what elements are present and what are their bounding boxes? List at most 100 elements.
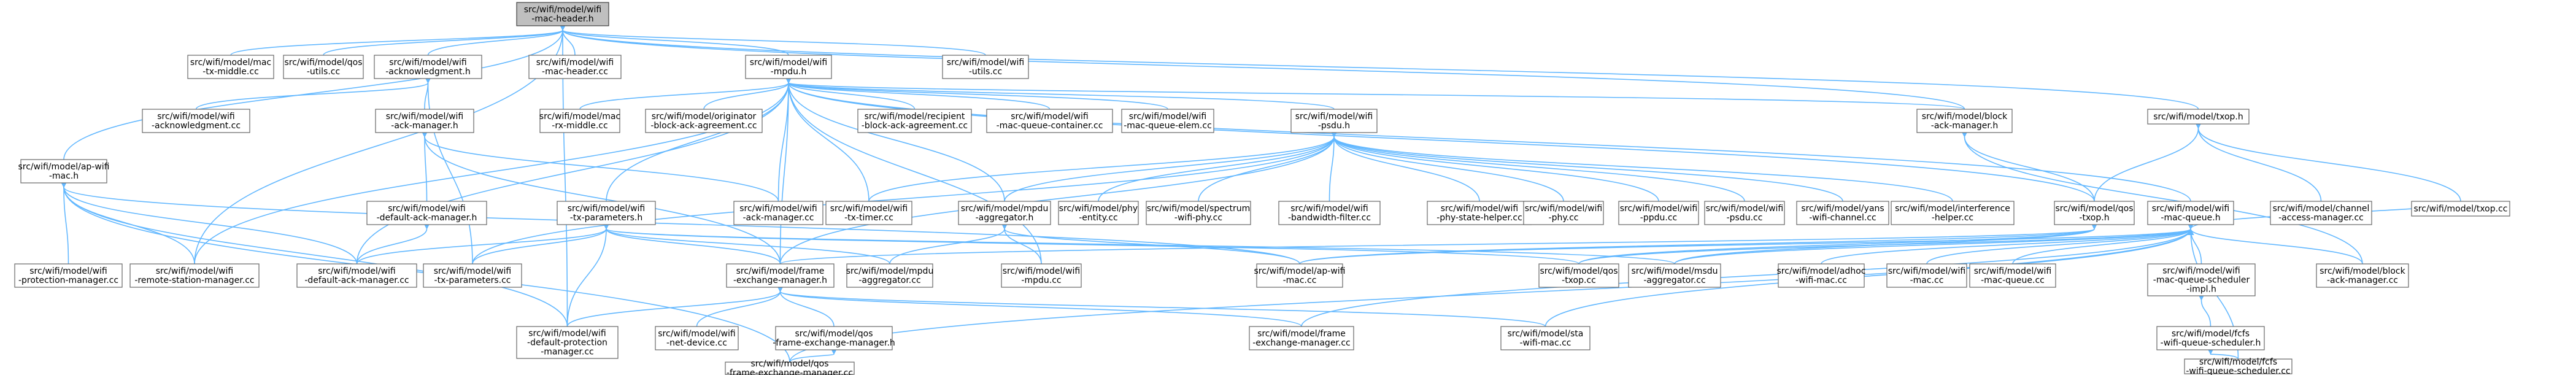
edge-mac-queue-h-to-qos-txop-cc xyxy=(1578,222,2194,265)
node-spectrum-phy-cc[interactable]: src/wifi/model/spectrum-wifi-phy.cc xyxy=(1146,201,1251,225)
node-tx-parameters-h[interactable]: src/wifi/model/wifi-tx-parameters.h xyxy=(557,201,656,225)
node-label: src/wifi/model/interference xyxy=(1895,204,2010,214)
node-mac-header-h[interactable]: src/wifi/model/wifi-mac-header.h xyxy=(516,2,609,26)
node-label: -wifi-queue-scheduler.h xyxy=(2161,338,2261,348)
node-label: -utils.cc xyxy=(969,67,1002,77)
node-label: -phy.cc xyxy=(1549,213,1579,223)
node-ack-manager-h[interactable]: src/wifi/model/wifi-ack-manager.h xyxy=(375,109,474,133)
node-phy-state-helper-cc[interactable]: src/wifi/model/wifi-phy-state-helper.cc xyxy=(1427,201,1532,225)
edge-ack-manager-h-to-frame-exchange-manager-h xyxy=(421,130,781,265)
node-mac-queue-container-cc[interactable]: src/wifi/model/wifi-mac-queue-container.… xyxy=(986,109,1113,133)
node-ap-wifi-mac-cc[interactable]: src/wifi/model/ap-wifi-mac.cc xyxy=(1254,263,1346,288)
node-channel-access-manager-cc[interactable]: src/wifi/model/channel-access-manager.cc xyxy=(2270,201,2372,225)
node-default-protection-manager-cc[interactable]: src/wifi/model/wifi-default-protection-m… xyxy=(516,326,619,359)
node-frame-exchange-manager-h[interactable]: src/wifi/model/frame-exchange-manager.h xyxy=(726,263,835,288)
node-label: src/wifi/model/txop.h xyxy=(2153,112,2243,122)
edge-mac-header-h-to-txop-h xyxy=(558,23,2199,110)
node-mac-queue-cc[interactable]: src/wifi/model/wifi-mac-queue.cc xyxy=(1969,263,2056,288)
node-block-ack-manager-cc[interactable]: src/wifi/model/block-ack-manager.cc xyxy=(2316,263,2409,288)
node-label: -wifi-phy.cc xyxy=(1174,213,1222,223)
node-mpdu-cc[interactable]: src/wifi/model/wifi-mpdu.cc xyxy=(1001,263,1082,288)
node-ppdu-cc[interactable]: src/wifi/model/wifi-ppdu.cc xyxy=(1618,201,1699,225)
node-mac-header-cc[interactable]: src/wifi/model/wifi-mac-header.cc xyxy=(528,55,622,79)
edge-psdu-h-to-phy-entity-cc xyxy=(1098,130,1338,202)
node-queue-scheduler-impl-h[interactable]: src/wifi/model/wifi-mac-queue-scheduler-… xyxy=(2147,263,2256,296)
edge-default-ack-manager-h-to-default-ack-manager-cc xyxy=(356,222,431,265)
node-phy-cc[interactable]: src/wifi/model/wifi-phy.cc xyxy=(1523,201,1604,225)
node-msdu-aggregator-cc[interactable]: src/wifi/model/msdu-aggregator.cc xyxy=(1628,263,1721,288)
edge-mpdu-aggregator-h-to-mpdu-cc xyxy=(1001,222,1042,265)
node-qos-txop-h[interactable]: src/wifi/model/qos-txop.h xyxy=(2054,201,2135,225)
node-mpdu-h[interactable]: src/wifi/model/wifi-mpdu.h xyxy=(745,55,832,79)
node-remote-station-manager-cc[interactable]: src/wifi/model/wifi-remote-station-manag… xyxy=(129,263,260,288)
node-qos-fem-h[interactable]: src/wifi/model/qos-frame-exchange-manage… xyxy=(773,326,895,350)
node-mpdu-aggregator-h[interactable]: src/wifi/model/mpdu-aggregator.h xyxy=(958,201,1051,225)
node-box xyxy=(1886,263,1967,288)
node-box xyxy=(2156,326,2265,350)
node-label: -mac-queue-container.cc xyxy=(997,121,1103,131)
node-label: src/wifi/model/fcfs xyxy=(2199,357,2277,367)
node-psdu-h[interactable]: src/wifi/model/wifi-psdu.h xyxy=(1290,109,1378,133)
node-tx-timer-cc[interactable]: src/wifi/model/wifi-tx-timer.cc xyxy=(825,201,912,225)
edge-mpdu-h-to-recipient-bam-cc xyxy=(785,76,916,110)
node-phy-entity-cc[interactable]: src/wifi/model/phy-entity.cc xyxy=(1058,201,1139,225)
node-label: -remote-station-manager.cc xyxy=(134,276,254,285)
node-qos-txop-cc[interactable]: src/wifi/model/qos-txop.cc xyxy=(1538,263,1619,288)
node-yans-channel-cc[interactable]: src/wifi/model/yans-wifi-channel.cc xyxy=(1796,201,1889,225)
edge-mpdu-h-to-mac-queue-h xyxy=(785,76,2191,202)
node-box xyxy=(725,361,855,375)
node-label: src/wifi/model/wifi xyxy=(1011,112,1089,122)
node-psdu-cc[interactable]: src/wifi/model/wifi-psdu.cc xyxy=(1704,201,1785,225)
node-box xyxy=(557,201,656,225)
edge-psdu-h-to-psdu-cc xyxy=(1330,130,1745,202)
node-label: -aggregator.cc xyxy=(858,276,920,285)
node-block-ack-manager-h[interactable]: src/wifi/model/block-ack-manager.h xyxy=(1916,109,2013,133)
edge-tx-parameters-h-to-qos-txop-cc xyxy=(602,222,1579,265)
node-qos-utils-cc[interactable]: src/wifi/model/qos-utils.cc xyxy=(283,55,364,79)
node-mac-queue-elem-cc[interactable]: src/wifi/model/wifi-mac-queue-elem.cc xyxy=(1121,109,1214,133)
node-ap-wifi-mac-h[interactable]: src/wifi/model/ap-wifi-mac.h xyxy=(18,159,110,184)
edge-tx-parameters-h-to-default-protection-manager-cc xyxy=(566,222,610,327)
node-fcfs-scheduler-h[interactable]: src/wifi/model/fcfs-wifi-queue-scheduler… xyxy=(2156,326,2265,350)
edge-frame-exchange-manager-h-to-qos-fem-h xyxy=(776,285,835,327)
edge-frame-exchange-manager-h-to-frame-exchange-manager-cc xyxy=(776,285,1302,327)
node-txop-h[interactable]: src/wifi/model/txop.h xyxy=(2147,109,2250,125)
node-txop-cc[interactable]: src/wifi/model/txop.cc xyxy=(2411,201,2510,217)
node-label: src/wifi/model/wifi xyxy=(1888,266,1966,276)
edge-ack-manager-h-to-ack-manager-cc xyxy=(421,130,779,202)
node-originator-bam-cc[interactable]: src/wifi/model/originator-block-ack-agre… xyxy=(645,109,763,133)
node-default-ack-manager-cc[interactable]: src/wifi/model/wifi-default-ack-manager.… xyxy=(296,263,417,288)
node-sta-wifi-mac-cc[interactable]: src/wifi/model/sta-wifi-mac.cc xyxy=(1500,326,1591,350)
node-mac-rx-middle2-cc[interactable]: src/wifi/model/mac-rx-middle.cc xyxy=(539,109,620,133)
node-ack-manager-cc[interactable]: src/wifi/model/wifi-ack-manager.cc xyxy=(733,201,823,225)
node-mac-queue-h[interactable]: src/wifi/model/wifi-mac-queue.h xyxy=(2147,201,2234,225)
node-default-ack-manager-h[interactable]: src/wifi/model/wifi-default-ack-manager.… xyxy=(366,201,487,225)
node-utils-cc[interactable]: src/wifi/model/wifi-utils.cc xyxy=(942,55,1029,79)
node-frame-exchange-manager-cc[interactable]: src/wifi/model/frame-exchange-manager.cc xyxy=(1249,326,1354,350)
node-mac-rx-middle-cc[interactable]: src/wifi/model/mac-tx-middle.cc xyxy=(187,55,274,79)
node-adhoc-wifi-mac-cc[interactable]: src/wifi/model/adhoc-wifi-mac.cc xyxy=(1777,263,1866,288)
node-interference-helper-cc[interactable]: src/wifi/model/interference-helper.cc xyxy=(1891,201,2015,225)
edge-tx-parameters-h-to-tx-parameters-cc xyxy=(472,222,610,265)
node-mac-cc[interactable]: src/wifi/model/wifi-mac.cc xyxy=(1886,263,1967,288)
node-box xyxy=(2147,109,2250,125)
node-acknowledgment-cc[interactable]: src/wifi/model/wifi-acknowledgment.cc xyxy=(142,109,250,133)
node-qos-fem-cc[interactable]: src/wifi/model/qos-frame-exchange-manage… xyxy=(725,359,855,375)
node-box xyxy=(645,109,763,133)
node-tx-parameters-cc[interactable]: src/wifi/model/wifi-tx-parameters.cc xyxy=(423,263,522,288)
edge-mpdu-h-to-tx-timer-cc xyxy=(785,76,870,202)
node-box xyxy=(775,326,893,350)
node-protection-manager-cc[interactable]: src/wifi/model/wifi-protection-manager.c… xyxy=(14,263,123,288)
node-fcfs-scheduler-cc[interactable]: src/wifi/model/fcfs-wifi-queue-scheduler… xyxy=(2184,357,2293,375)
node-mpdu-aggregator-cc[interactable]: src/wifi/model/mpdu-aggregator.cc xyxy=(846,263,934,288)
edge-mac-header-h-to-default-protection-manager-cc xyxy=(559,23,568,327)
node-net-device-cc[interactable]: src/wifi/model/wifi-net-device.cc xyxy=(655,326,739,350)
node-label: src/wifi/model/mac xyxy=(190,58,271,68)
node-acknowledgment-h[interactable]: src/wifi/model/wifi-acknowledgment.h xyxy=(374,55,482,79)
node-recipient-bam-cc[interactable]: src/wifi/model/recipient-block-ack-agree… xyxy=(857,109,972,133)
edge-mpdu-h-to-mac-rx-middle2-cc xyxy=(579,76,792,110)
node-box xyxy=(366,201,487,225)
node-bandwidth-filter-cc[interactable]: src/wifi/model/wifi-bandwidth-filter.cc xyxy=(1278,201,1381,225)
node-label: -tx-timer.cc xyxy=(844,213,893,223)
node-label: src/wifi/model/ap-wifi xyxy=(1254,266,1345,276)
